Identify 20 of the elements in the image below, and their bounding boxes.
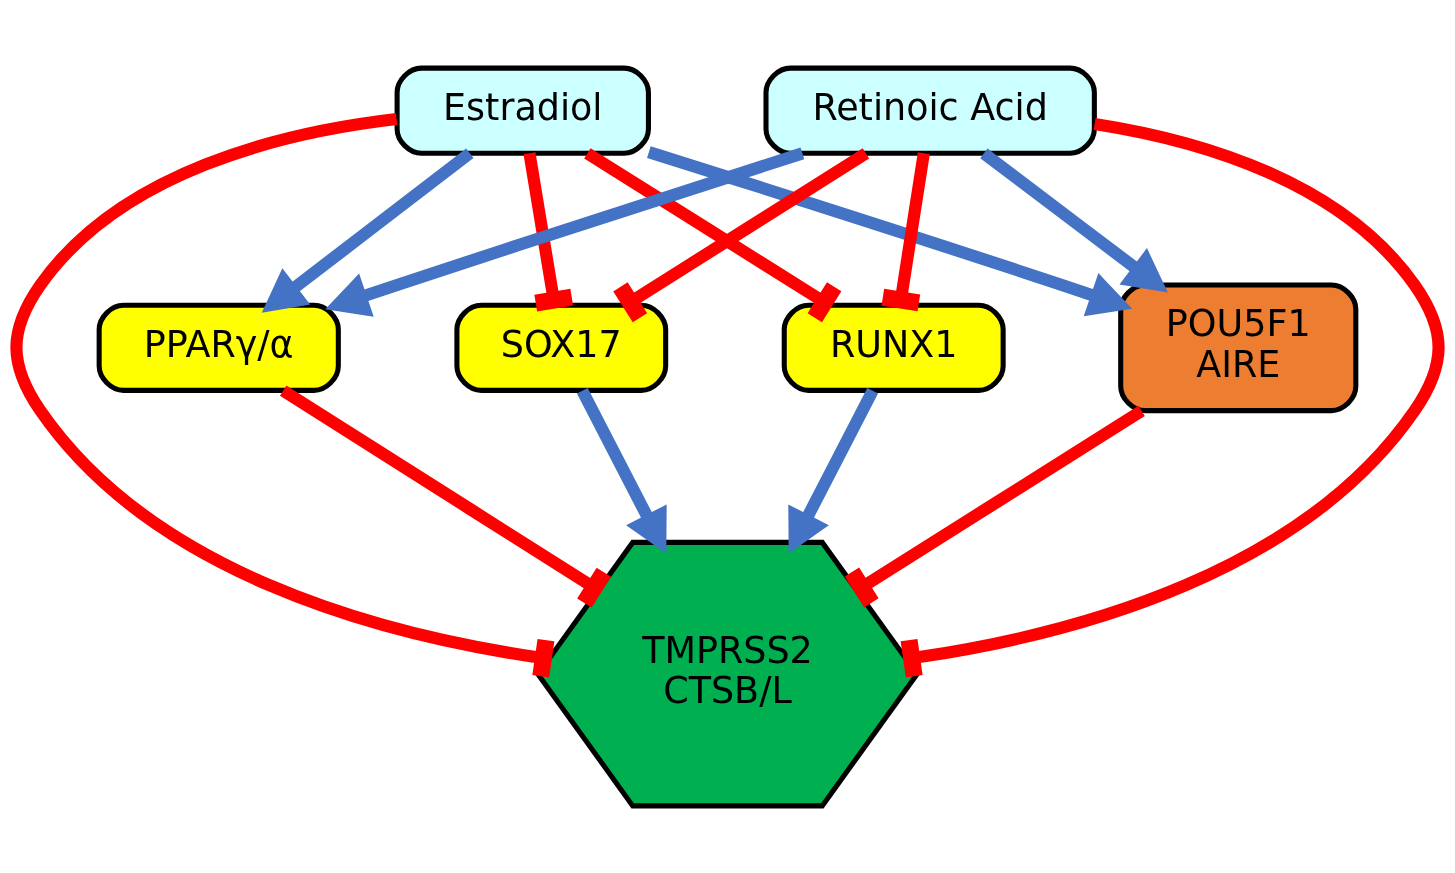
node-box: RUNX1 <box>781 302 1006 393</box>
connector <box>10 112 555 677</box>
connector <box>844 405 1145 607</box>
node-box: Retinoic Acid <box>763 65 1097 156</box>
node-box: Estradiol <box>394 65 651 156</box>
arrow <box>980 147 1168 293</box>
arrow <box>788 387 879 553</box>
node-box: PPARγ/α <box>96 302 341 393</box>
connector <box>881 151 930 311</box>
connector <box>279 385 612 608</box>
node-box: POU5F1 AIRE <box>1118 281 1359 413</box>
arrow <box>647 145 1133 316</box>
arrow <box>576 387 667 553</box>
arrow <box>325 147 805 317</box>
connector <box>900 117 1445 677</box>
arrow <box>261 147 474 313</box>
connector <box>523 151 574 311</box>
node-box: SOX17 <box>454 302 669 393</box>
connector <box>613 147 870 322</box>
connector <box>584 147 842 322</box>
